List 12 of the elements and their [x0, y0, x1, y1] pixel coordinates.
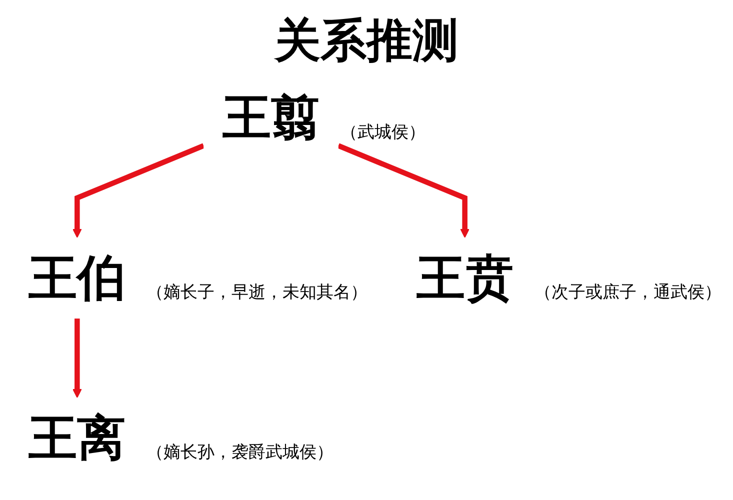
node-text: 王贲 [416, 248, 514, 306]
arrow [72, 318, 82, 398]
node-text: 王伯 [28, 248, 126, 306]
node-text: 王离 [28, 409, 126, 466]
node-text: 王翦 [222, 88, 320, 146]
arrow [72, 143, 205, 238]
diagram-title: 关系推测 [274, 14, 458, 67]
node-caption: （武城侯） [340, 121, 426, 142]
node-caption: （嫡长孙，袭爵武城侯） [146, 442, 334, 462]
arrow [337, 143, 470, 238]
node-caption: （次子或庶子，通武侯） [534, 281, 722, 302]
node-caption: （嫡长子，早逝，未知其名） [146, 281, 368, 302]
